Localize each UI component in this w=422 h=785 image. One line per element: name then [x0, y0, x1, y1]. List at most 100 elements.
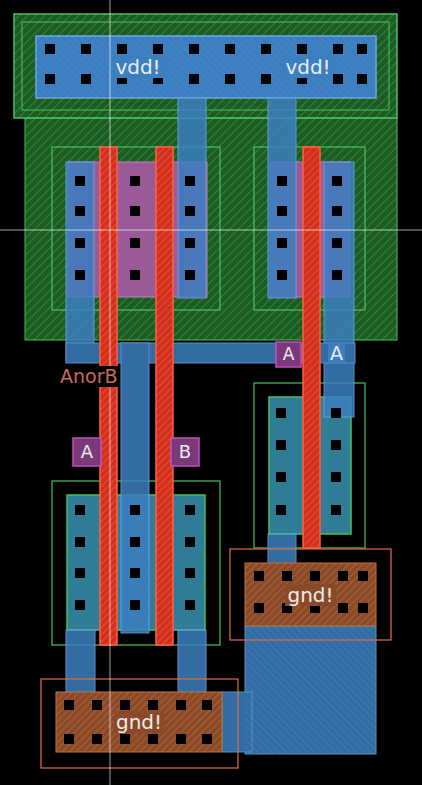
contact-cut [75, 206, 85, 216]
contact-cut [338, 603, 348, 613]
metal1 [66, 630, 95, 692]
crosshair [0, 230, 422, 231]
contact-cut [185, 600, 195, 610]
crosshair [110, 0, 111, 785]
contact-cut [276, 408, 286, 418]
contact-cut [358, 603, 368, 613]
contact-cut [117, 44, 127, 54]
contact-cut [225, 74, 235, 84]
contact-cut [185, 238, 195, 248]
contact-cut [331, 505, 341, 515]
contact-cut [75, 505, 85, 515]
node-text: gnd! [285, 584, 335, 606]
contact-cut [148, 734, 158, 744]
contact-cut [332, 206, 342, 216]
contact-cut [261, 44, 271, 54]
metal1 [178, 98, 206, 298]
contact-cut [130, 537, 140, 547]
contact-cut [130, 505, 140, 515]
pin-label-box: B [171, 438, 199, 466]
contact-cut [277, 206, 287, 216]
contact-cut [176, 734, 186, 744]
vdd-metal-hatch [36, 36, 376, 98]
contact-cut [331, 408, 341, 418]
node-text: vdd! [283, 56, 332, 78]
contact-cut [276, 505, 286, 515]
contact-cut [189, 44, 199, 54]
contact-cut [81, 74, 91, 84]
contact-cut [338, 571, 348, 581]
contact-cut [176, 700, 186, 710]
contact-cut [130, 270, 140, 280]
contact-cut [310, 571, 320, 581]
contact-cut [332, 176, 342, 186]
contact-cut [45, 44, 55, 54]
metal1 [121, 343, 149, 633]
contact-cut [254, 603, 264, 613]
contact-cut [81, 44, 91, 54]
contact-cut [276, 440, 286, 450]
pin-box [276, 342, 301, 367]
contact-cut [357, 44, 367, 54]
metal1-straps [66, 98, 376, 754]
contact-cut [153, 44, 163, 54]
contact-cut [92, 734, 102, 744]
node-text: gnd! [114, 711, 164, 733]
contact-cut [332, 238, 342, 248]
contact-cut [185, 568, 195, 578]
metal1 [178, 630, 206, 692]
poly-hatch [156, 147, 173, 645]
contact-cut [202, 700, 212, 710]
contact-cut [333, 44, 343, 54]
contact-cut [189, 74, 199, 84]
contact-cut [357, 74, 367, 84]
vdd-metal [36, 36, 376, 98]
contact-cut [185, 270, 195, 280]
contact-cut [331, 472, 341, 482]
gnd-tap [56, 692, 222, 752]
contact-cut [254, 571, 264, 581]
contact-cut [130, 238, 140, 248]
contact-cut [282, 571, 292, 581]
contact-cut [202, 734, 212, 744]
contact-cut [148, 700, 158, 710]
contact-cut [75, 238, 85, 248]
poly [303, 147, 320, 548]
contact-cut [277, 270, 287, 280]
contact-cut [185, 505, 195, 515]
contact-cut [120, 700, 130, 710]
poly-hatch [100, 147, 117, 645]
contact-cut [225, 44, 235, 54]
node-text: vdd! [113, 56, 162, 78]
contact-cut [75, 270, 85, 280]
contact-cut [185, 206, 195, 216]
gnd-tap-hatch [56, 692, 222, 752]
contacts [45, 44, 368, 744]
contact-cut [120, 734, 130, 744]
poly [100, 147, 117, 645]
ptap-select [41, 679, 238, 768]
pin-label: A [328, 343, 345, 364]
poly-hatch [303, 147, 320, 548]
contact-cut [277, 176, 287, 186]
ptap-select [230, 549, 391, 640]
node-text: B [177, 442, 193, 462]
contact-cut [130, 176, 140, 186]
contact-cut [75, 600, 85, 610]
contact-cut [130, 600, 140, 610]
supply-rail: vdd! vdd! [36, 36, 376, 98]
contact-cut [75, 176, 85, 186]
contact-cut [261, 74, 271, 84]
contact-cut [333, 74, 343, 84]
contact-cut [332, 270, 342, 280]
metal1 [66, 162, 94, 362]
tap-select [22, 22, 389, 110]
contact-cut [331, 440, 341, 450]
contact-cut [64, 700, 74, 710]
net-label: AnorB [58, 366, 120, 387]
gnd-tap-hatch [245, 563, 376, 626]
pin-box [171, 438, 199, 466]
poly [156, 147, 173, 645]
